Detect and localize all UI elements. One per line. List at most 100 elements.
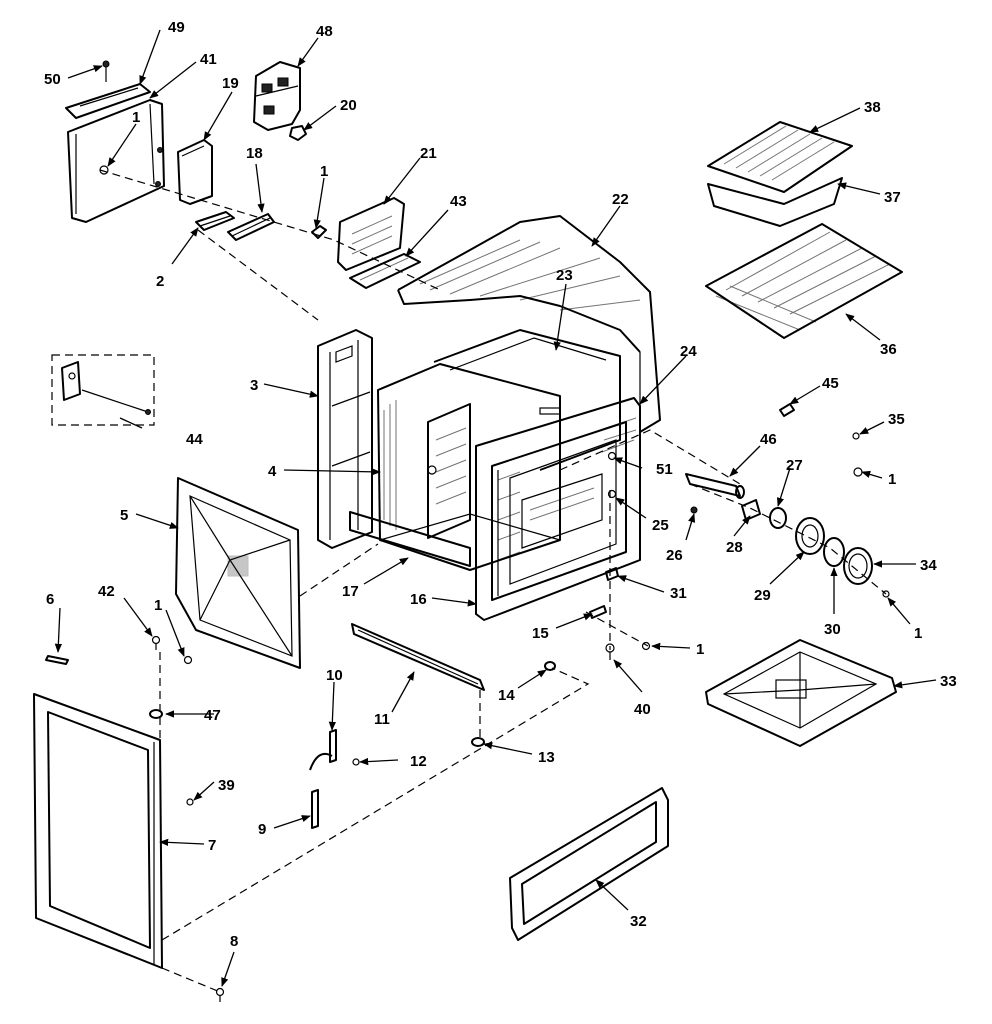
part-36-oven-rack	[705, 223, 903, 339]
callout-22: 22	[612, 191, 629, 208]
part-51-screw	[607, 451, 617, 461]
callout-20: 20	[340, 97, 357, 114]
callout-43: 43	[450, 193, 467, 210]
callout-29: 29	[754, 587, 771, 604]
callout-1-a: 1	[132, 109, 140, 126]
part-5-bottom-panel	[175, 477, 301, 669]
part-40-leveler	[605, 643, 615, 660]
callout-47: 47	[204, 707, 221, 724]
callout-21: 21	[420, 145, 437, 162]
part-42-screw	[151, 635, 161, 650]
callout-32: 32	[630, 913, 647, 930]
callout-26: 26	[666, 547, 683, 564]
part-28-socket	[741, 499, 761, 521]
callout-46: 46	[760, 431, 777, 448]
callout-39: 39	[218, 777, 235, 794]
part-41-side-panel	[67, 99, 165, 223]
callout-14: 14	[498, 687, 515, 704]
callout-38: 38	[864, 99, 881, 116]
part-23-oven-liner	[433, 329, 621, 471]
part-45-clip	[779, 403, 795, 417]
part-37-broil-pan	[707, 177, 843, 227]
callout-51: 51	[656, 461, 673, 478]
callout-1-c: 1	[154, 597, 162, 614]
callout-49: 49	[168, 19, 185, 36]
part-13-leveler	[471, 737, 485, 747]
callout-30: 30	[824, 621, 841, 638]
callout-24: 24	[680, 343, 697, 360]
callout-18: 18	[246, 145, 263, 162]
part-46-light-housing	[685, 473, 745, 499]
callout-48: 48	[316, 23, 333, 40]
callout-27: 27	[786, 457, 803, 474]
callout-1-d: 1	[696, 641, 704, 658]
part-1-screw-lamp	[882, 590, 890, 598]
callout-1-b: 1	[320, 163, 328, 180]
callout-44: 44	[186, 431, 203, 448]
oven-liner-inner	[427, 403, 471, 539]
callout-34: 34	[920, 557, 937, 574]
part-7-door	[33, 693, 163, 969]
callout-16: 16	[410, 591, 427, 608]
part-20-nut	[289, 125, 307, 141]
callout-36: 36	[880, 341, 897, 358]
part-39-screw	[186, 798, 194, 806]
part-1-screw-front	[641, 641, 651, 651]
callout-19: 19	[222, 75, 239, 92]
callout-11: 11	[374, 711, 390, 728]
part-47-spacer	[149, 709, 163, 719]
part-9-hinge-pin	[311, 789, 319, 829]
part-31-clip	[605, 567, 619, 581]
part-12-screw	[352, 758, 360, 766]
callout-25: 25	[652, 517, 669, 534]
part-43-vent-deflector	[349, 253, 421, 289]
callout-4: 4	[268, 463, 277, 480]
callout-8: 8	[230, 933, 238, 950]
callout-labels: 49 50 41 48 19 20 1 18 2 1 21 43 22 23 2…	[44, 19, 957, 950]
callout-37: 37	[884, 189, 901, 206]
part-22-outer-shroud	[397, 215, 661, 433]
part-27-bulb	[769, 507, 787, 529]
callout-40: 40	[634, 701, 651, 718]
part-33-drawer-pan	[705, 639, 897, 747]
callout-33: 33	[940, 673, 957, 690]
callout-35: 35	[888, 411, 905, 428]
callout-23: 23	[556, 267, 573, 284]
part-1-screw-left	[183, 655, 193, 665]
callout-7: 7	[208, 837, 216, 854]
part-1-screw-right	[853, 467, 863, 477]
part-35-screw	[852, 432, 860, 440]
part-29-ring	[795, 517, 825, 555]
part-15-clip	[589, 605, 607, 619]
callout-5: 5	[120, 507, 128, 524]
callout-42: 42	[98, 583, 115, 600]
part-50-screw	[102, 60, 110, 82]
callout-9: 9	[258, 821, 266, 838]
part-3-side-frame	[317, 329, 373, 549]
callout-15: 15	[532, 625, 549, 642]
part-18-hinge-bracket	[227, 213, 275, 241]
part-17-bottom-channel	[349, 511, 471, 567]
part-14-leveler	[544, 661, 556, 671]
part-16-front-frame	[475, 397, 641, 621]
part-26-screw	[690, 506, 698, 514]
part-6-clip	[45, 655, 69, 665]
part-32-kick-panel	[509, 787, 669, 941]
callout-13: 13	[538, 749, 555, 766]
part-34-retaining-ring	[843, 547, 873, 585]
part-1-screw-top	[311, 225, 327, 239]
part-25-screw	[607, 489, 617, 499]
parts-layer	[33, 60, 903, 1002]
callout-31: 31	[670, 585, 687, 602]
callout-2: 2	[156, 273, 164, 290]
callout-50: 50	[44, 71, 61, 88]
assembly-lines	[99, 169, 887, 993]
part-19-bracket	[177, 139, 213, 205]
part-30-lens	[823, 537, 845, 567]
part-21-vent-cover	[337, 197, 405, 271]
callout-41: 41	[200, 51, 217, 68]
callout-3: 3	[250, 377, 258, 394]
part-48-terminal-block	[253, 61, 301, 131]
callout-17: 17	[342, 583, 359, 600]
